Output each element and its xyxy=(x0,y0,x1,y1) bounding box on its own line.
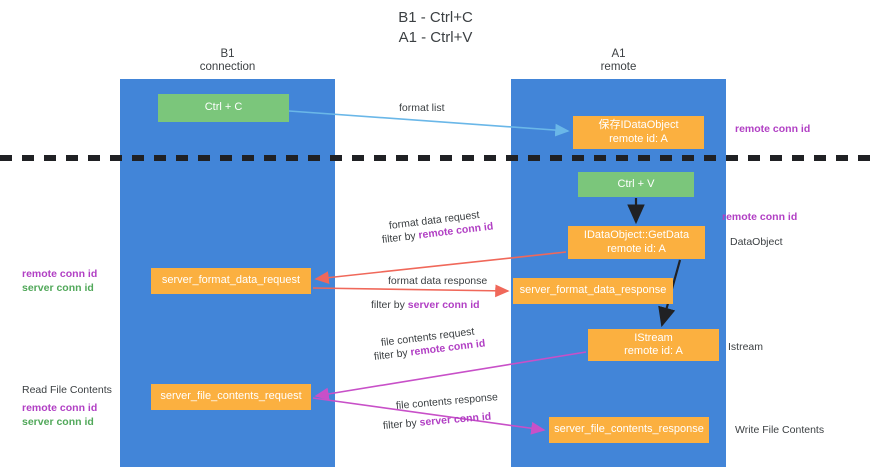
node-idataobject-getdata-title: IDataObject::GetData xyxy=(583,229,690,241)
node-idataobject-getdata[interactable]: IDataObject::GetData remote id: A xyxy=(568,226,705,259)
annotation-left-remote-conn-id-1: remote conn id xyxy=(22,268,98,280)
page-title: B1 - Ctrl+C A1 - Ctrl+V xyxy=(0,8,871,48)
node-ctrl-c-label: Ctrl + C xyxy=(204,101,243,114)
node-server-file-contents-request-label: server_file_contents_request xyxy=(160,390,302,403)
node-server-format-data-request[interactable]: server_format_data_request xyxy=(151,268,311,294)
node-server-format-data-response-label: server_format_data_response xyxy=(519,284,667,297)
node-server-file-contents-response-label: server_file_contents_response xyxy=(554,423,704,436)
title-line-2: A1 - Ctrl+V xyxy=(398,29,473,46)
annotation-left-server-conn-id-1: server conn id xyxy=(22,281,94,294)
annotation-left-conn-ids-bottom: remote conn id server conn id xyxy=(22,402,97,429)
phase-divider xyxy=(0,155,871,161)
filter-key-4: server conn id xyxy=(419,410,492,429)
annotation-write-file-contents: Write File Contents xyxy=(735,424,825,436)
filter-key-2: server conn id xyxy=(407,299,480,311)
node-server-format-data-request-label: server_format_data_request xyxy=(161,274,301,287)
node-idataobject-getdata-subtitle: remote id: A xyxy=(607,242,666,255)
annotation-left-remote-conn-id-2: remote conn id xyxy=(22,402,98,414)
lane-header-a1: A1 remote xyxy=(511,48,726,74)
node-server-file-contents-request[interactable]: server_file_contents_request xyxy=(151,384,311,410)
annotation-remote-conn-id-top: remote conn id xyxy=(735,123,811,135)
filter-prefix-2: filter by xyxy=(371,299,408,311)
annotation-dataobject: DataObject xyxy=(730,236,783,248)
edge-format-data-response xyxy=(312,284,510,298)
lane-header-b1-line1: B1 xyxy=(220,48,235,60)
node-istream-subtitle: remote id: A xyxy=(624,345,683,357)
node-server-file-contents-response[interactable]: server_file_contents_response xyxy=(549,417,709,443)
annotation-istream: Istream xyxy=(728,341,764,353)
title-line-1: B1 - Ctrl+C xyxy=(398,9,473,26)
annotation-left-conn-ids-top: remote conn id server conn id xyxy=(22,268,97,295)
filter-prefix-4: filter by xyxy=(382,416,421,432)
annotation-left-server-conn-id-2: server conn id xyxy=(22,415,94,428)
node-server-format-data-response[interactable]: server_format_data_response xyxy=(513,278,673,304)
annotation-read-file-contents: Read File Contents xyxy=(22,384,112,396)
edge-label-format-list: format list xyxy=(399,102,445,114)
node-ctrl-c[interactable]: Ctrl + C xyxy=(158,94,289,122)
node-ctrl-v[interactable]: Ctrl + V xyxy=(578,172,694,197)
edge-label-format-data-response: format data response xyxy=(388,275,488,287)
node-save-idataobject[interactable]: 保存IDataObject remote id: A xyxy=(573,116,704,149)
filter-prefix-3: filter by xyxy=(373,346,412,363)
node-istream[interactable]: IStream remote id: A xyxy=(588,329,719,361)
lane-header-a1-line2: remote xyxy=(600,61,637,73)
node-istream-title: IStream xyxy=(634,331,673,344)
node-ctrl-v-label: Ctrl + V xyxy=(617,177,655,190)
edge-label-format-data-response-filter: filter by server conn id xyxy=(371,298,480,312)
node-save-idataobject-title: 保存IDataObject xyxy=(598,119,679,131)
node-save-idataobject-subtitle: remote id: A xyxy=(609,132,668,145)
lane-header-b1: B1 connection xyxy=(120,48,335,74)
edge-label-file-contents-response-filter: filter by server conn id xyxy=(382,410,491,433)
annotation-remote-conn-id-dataobject: remote conn id xyxy=(722,211,798,223)
lane-header-b1-line2: connection xyxy=(199,61,256,73)
filter-prefix-1: filter by xyxy=(381,229,420,246)
lane-header-a1-line1: A1 xyxy=(611,48,626,60)
